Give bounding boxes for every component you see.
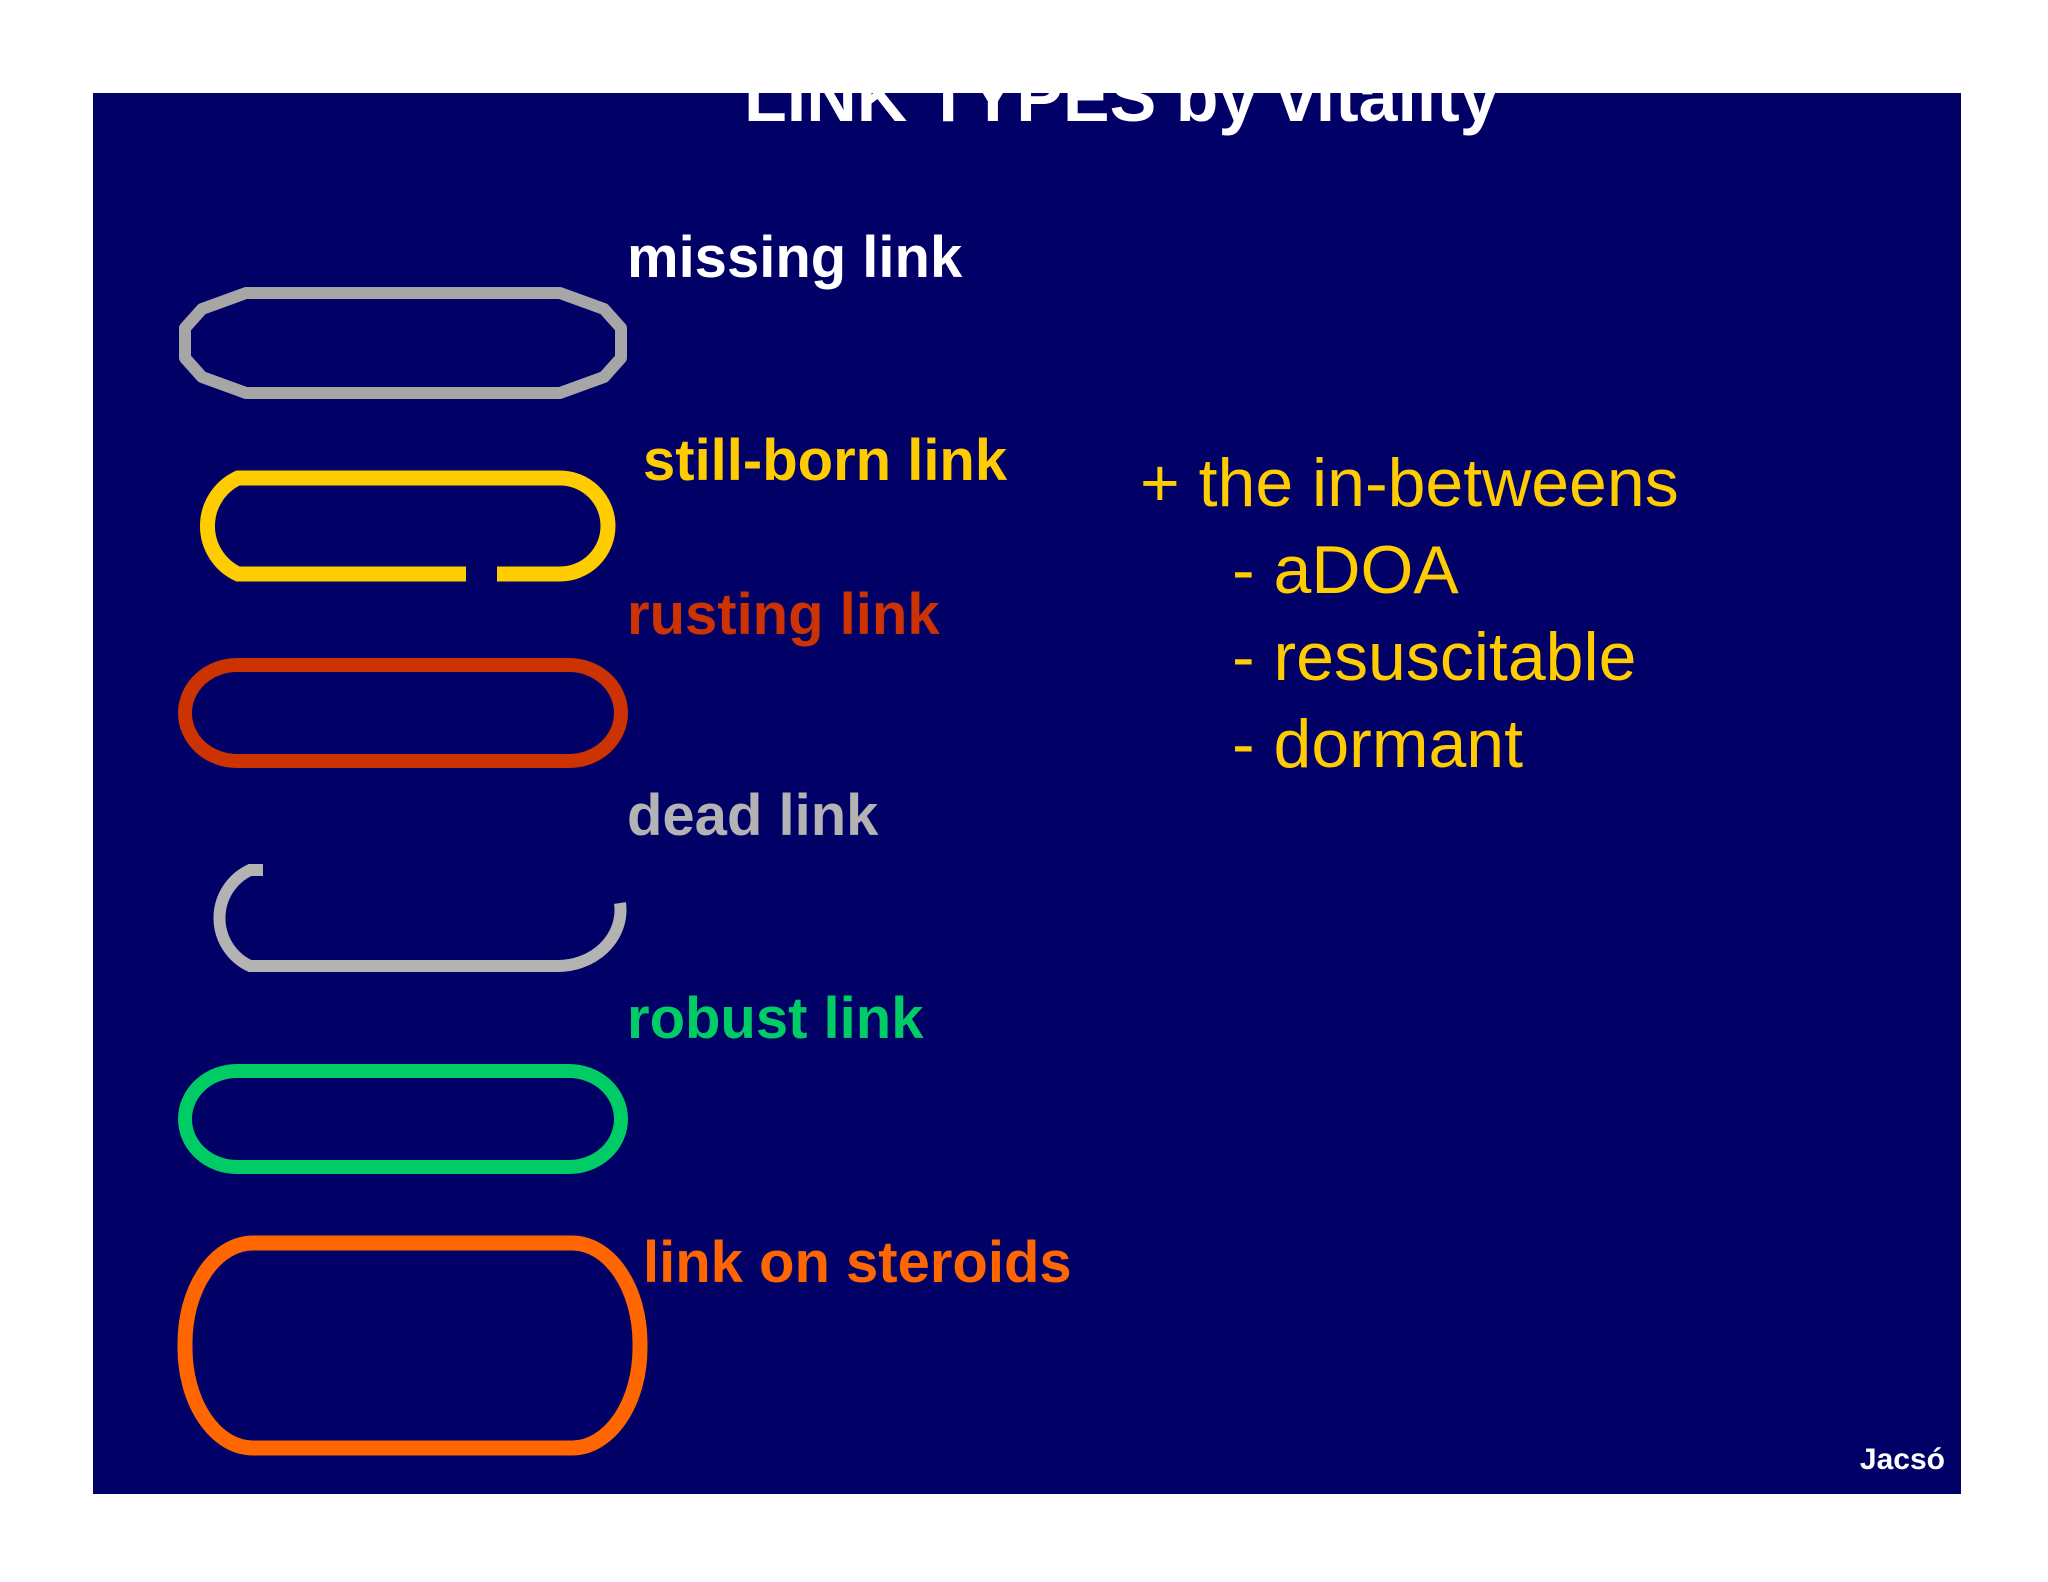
robust-link-shape	[178, 1064, 628, 1174]
rusting-link-label: rusting link	[627, 582, 940, 647]
missing-link-shape	[179, 287, 627, 399]
steroids-link-label: link on steroids	[643, 1230, 1072, 1295]
steroids-link-shape	[177, 1235, 648, 1456]
slide-title: LINK TYPES by vitality	[744, 58, 1499, 136]
in-betweens-item-resuscitable: - resuscitable	[1232, 619, 1637, 695]
dead-link-label: dead link	[627, 783, 879, 848]
still-born-link-label: still-born link	[643, 428, 1008, 493]
rusting-link-shape	[178, 658, 628, 768]
in-betweens-list: + the in-betweens - aDOA - resuscitable …	[1140, 440, 1679, 788]
robust-link-label: robust link	[627, 986, 924, 1051]
still-born-link-shape	[199, 470, 616, 582]
in-betweens-heading: + the in-betweens	[1140, 445, 1679, 521]
slide-background	[93, 93, 1961, 1494]
in-betweens-item-adoa: - aDOA	[1232, 532, 1459, 608]
missing-link-label: missing link	[627, 225, 963, 290]
dead-link-shape	[213, 864, 627, 973]
author-credit: Jacsó	[1859, 1443, 1945, 1476]
in-betweens-item-dormant: - dormant	[1232, 706, 1523, 782]
